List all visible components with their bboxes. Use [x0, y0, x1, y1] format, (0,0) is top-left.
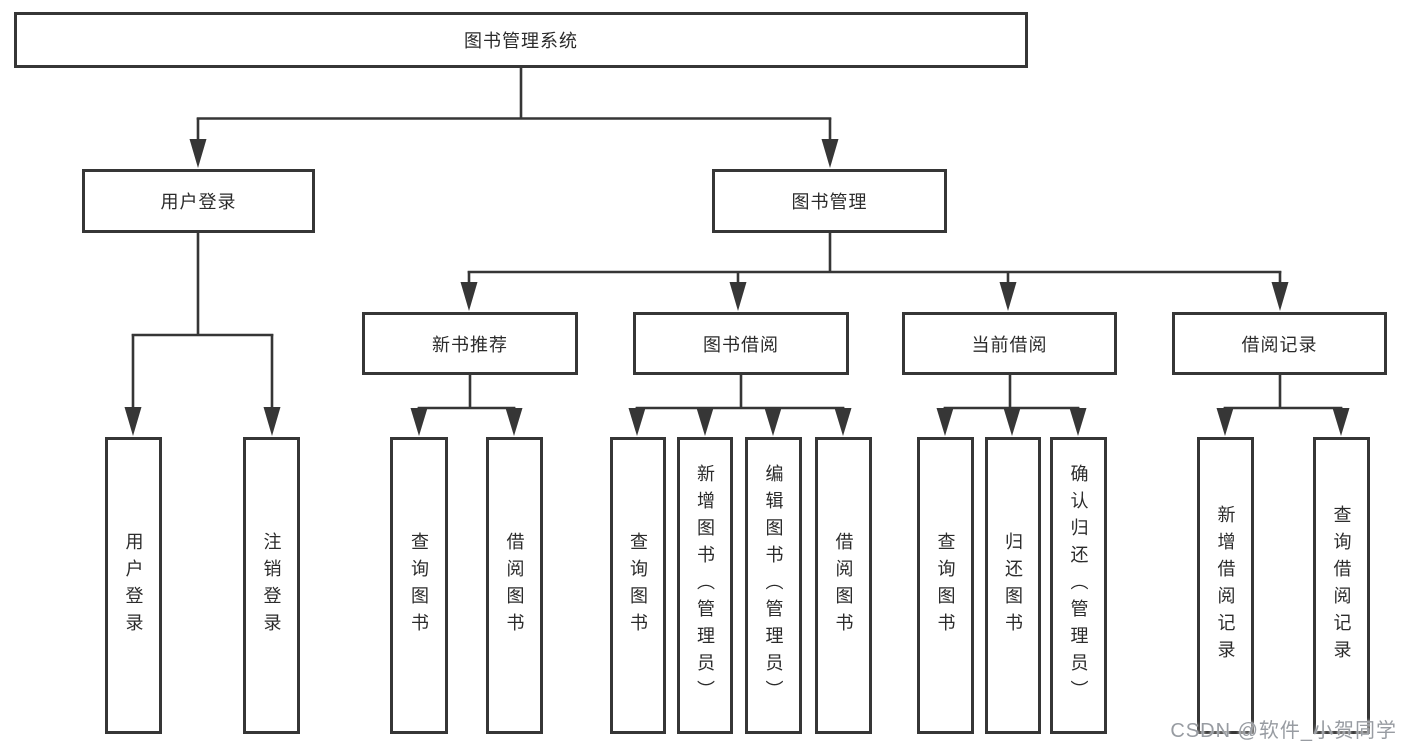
node-leaf-query-book-1: 查询图书 — [390, 437, 448, 734]
node-leaf-return-book: 归还图书 — [985, 437, 1041, 734]
arrowhead-icon — [505, 408, 523, 436]
node-leaf-query-borrow-record: 查询借阅记录 — [1313, 437, 1370, 734]
node-label: 查询图书 — [628, 531, 648, 640]
node-label: 用户登录 — [123, 531, 144, 640]
arrowhead-icon — [124, 407, 142, 436]
node-label: 编辑图书（管理员） — [763, 464, 784, 707]
arrowhead-icon — [821, 139, 839, 168]
node-label: 借阅图书 — [504, 531, 525, 640]
node-book-manage: 图书管理 — [712, 169, 947, 233]
arrowhead-icon — [729, 282, 747, 311]
connector-record-group — [1216, 375, 1350, 436]
node-label: 图书管理系统 — [464, 31, 578, 51]
arrowhead-icon — [1271, 282, 1289, 311]
arrowhead-icon — [263, 407, 281, 436]
node-leaf-logout: 注销登录 — [243, 437, 300, 734]
node-leaf-add-book-admin: 新增图书（管理员） — [677, 437, 733, 734]
node-label: 查询图书 — [935, 531, 956, 640]
node-label: 注销登录 — [261, 531, 282, 640]
node-label: 新增借阅记录 — [1215, 504, 1236, 667]
arrowhead-icon — [1069, 408, 1087, 436]
arrowhead-icon — [696, 408, 714, 436]
arrowhead-icon — [1003, 408, 1021, 436]
node-leaf-add-borrow-record: 新增借阅记录 — [1197, 437, 1254, 734]
node-label: 当前借阅 — [971, 334, 1048, 355]
node-label: 新书推荐 — [432, 334, 508, 355]
node-leaf-borrow-book-2: 借阅图书 — [815, 437, 872, 734]
node-label: 确认归还（管理员） — [1068, 464, 1089, 707]
arrowhead-icon — [1216, 408, 1234, 436]
node-leaf-user-login: 用户登录 — [105, 437, 162, 734]
connector-login-group — [124, 233, 281, 436]
node-label: 查询借阅记录 — [1331, 504, 1352, 667]
connector-borrow-group — [628, 375, 852, 436]
arrowhead-icon — [764, 408, 782, 436]
arrowhead-icon — [936, 408, 954, 436]
node-label: 图书管理 — [791, 192, 868, 212]
node-label: 图书借阅 — [703, 334, 779, 355]
node-label: 新增图书（管理员） — [695, 464, 715, 707]
arrowhead-icon — [189, 139, 207, 168]
node-new-book-recommend: 新书推荐 — [362, 312, 578, 375]
node-label: 借阅图书 — [833, 531, 854, 640]
node-label: 借阅记录 — [1241, 334, 1318, 355]
node-label: 查询图书 — [409, 531, 429, 640]
node-user-login: 用户登录 — [82, 169, 315, 233]
arrowhead-icon — [834, 408, 852, 436]
node-library-system: 图书管理系统 — [14, 12, 1028, 68]
node-leaf-edit-book-admin: 编辑图书（管理员） — [745, 437, 802, 734]
node-leaf-query-book-3: 查询图书 — [917, 437, 974, 734]
arrowhead-icon — [410, 408, 428, 436]
connector-newbook-group — [410, 375, 523, 436]
node-leaf-confirm-return-admin: 确认归还（管理员） — [1050, 437, 1107, 734]
watermark: CSDN @软件_小贺同学 — [1170, 720, 1397, 742]
node-borrow-record: 借阅记录 — [1172, 312, 1387, 375]
arrowhead-icon — [1332, 408, 1350, 436]
node-leaf-query-book-2: 查询图书 — [610, 437, 666, 734]
arrowhead-icon — [999, 282, 1017, 311]
node-leaf-borrow-book-1: 借阅图书 — [486, 437, 543, 734]
connector-current-group — [936, 375, 1087, 436]
arrowhead-icon — [460, 282, 478, 311]
connector-manage-to-level3 — [460, 233, 1289, 311]
arrowhead-icon — [628, 408, 646, 436]
node-current-borrow: 当前借阅 — [902, 312, 1117, 375]
node-label: 用户登录 — [160, 192, 237, 212]
node-book-borrow: 图书借阅 — [633, 312, 849, 375]
connector-root-to-level2 — [189, 68, 839, 168]
node-label: 归还图书 — [1003, 531, 1023, 640]
